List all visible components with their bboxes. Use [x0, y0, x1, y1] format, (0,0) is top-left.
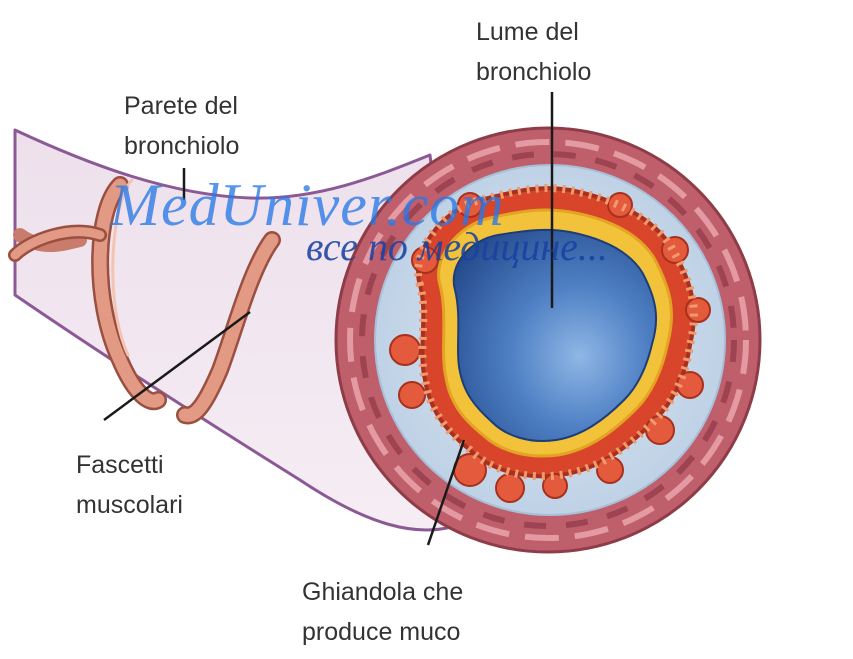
label-muscle-line-2: muscolari — [76, 485, 183, 525]
label-gland: Ghiandola che produce muco — [302, 572, 463, 652]
label-lumen: Lume del bronchiolo — [476, 12, 591, 92]
label-lumen-line-2: bronchiolo — [476, 52, 591, 92]
label-gland-line-2: produce muco — [302, 612, 463, 652]
label-wall-line-2: bronchiolo — [124, 126, 239, 166]
label-gland-line-1: Ghiandola che — [302, 572, 463, 612]
label-muscle-line-1: Fascetti — [76, 445, 183, 485]
label-muscle: Fascetti muscolari — [76, 445, 183, 525]
label-wall: Parete del bronchiolo — [124, 86, 239, 166]
label-wall-line-1: Parete del — [124, 86, 239, 126]
watermark-sub: все по медицине... — [306, 222, 608, 272]
label-lumen-line-1: Lume del — [476, 12, 591, 52]
